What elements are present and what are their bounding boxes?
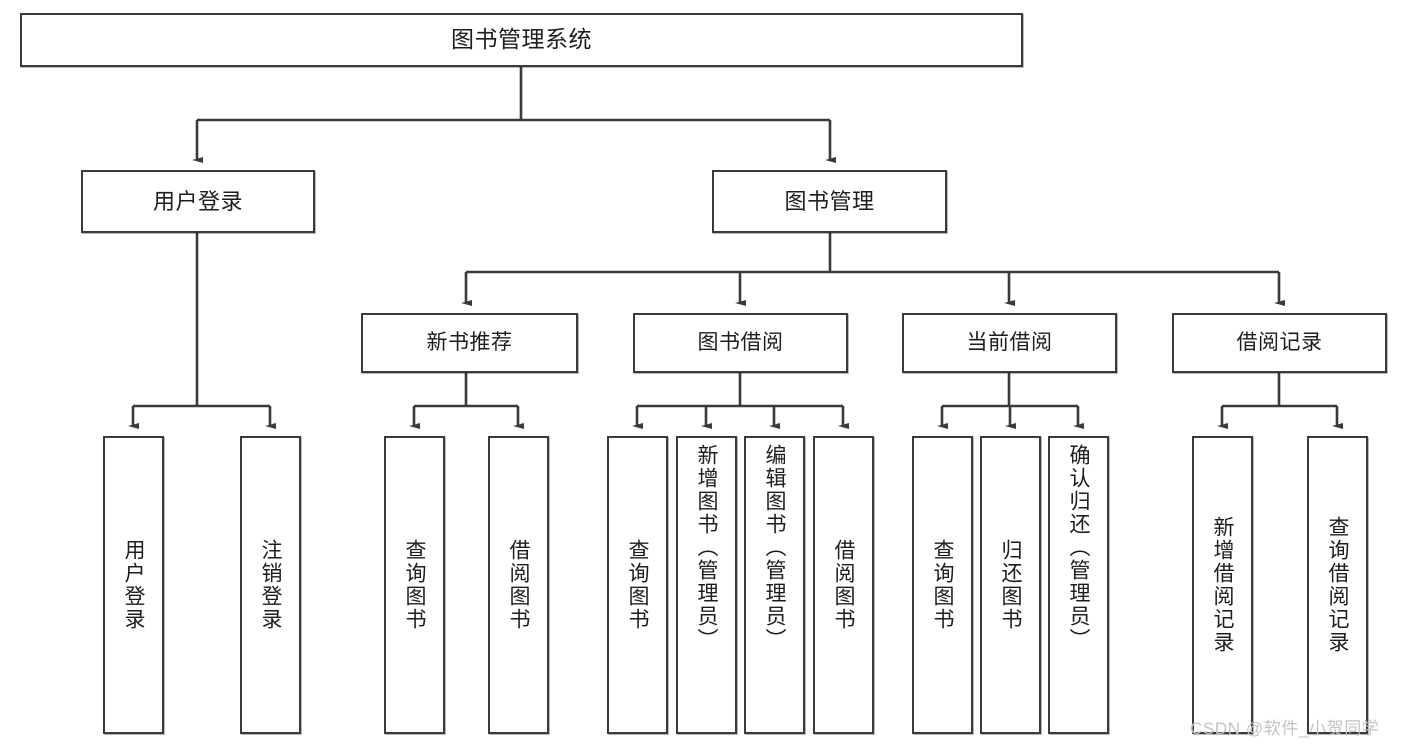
node-leaf-query-borrow-record[interactable]: 查询借阅记录: [1307, 436, 1368, 734]
node-leaf-borrow-book-recommend[interactable]: 借阅图书: [488, 436, 549, 734]
node-label: 注销登录: [259, 539, 282, 631]
node-label: 新书推荐: [426, 330, 513, 354]
node-label: 用户登录: [122, 539, 145, 631]
node-current-borrow[interactable]: 当前借阅: [902, 313, 1117, 373]
node-label: 确认归还（管理员）: [1067, 444, 1090, 651]
node-leaf-query-book-borrow[interactable]: 查询图书: [607, 436, 668, 734]
node-book-management-system[interactable]: 图书管理系统: [20, 13, 1023, 67]
node-label: 新增借阅记录: [1211, 516, 1234, 654]
node-leaf-add-book[interactable]: 新增图书（管理员）: [676, 436, 737, 734]
node-leaf-return-book[interactable]: 归还图书: [980, 436, 1041, 734]
node-leaf-logout-login[interactable]: 注销登录: [240, 436, 301, 734]
node-label: 借阅记录: [1236, 330, 1323, 354]
node-leaf-borrow-book-2[interactable]: 借阅图书: [813, 436, 874, 734]
node-leaf-query-book-recommend[interactable]: 查询图书: [384, 436, 445, 734]
node-leaf-confirm-return[interactable]: 确认归还（管理员）: [1048, 436, 1109, 734]
node-book-management[interactable]: 图书管理: [712, 170, 947, 233]
node-label: 当前借阅: [966, 330, 1053, 354]
node-label: 查询图书: [403, 539, 426, 631]
csdn-watermark: CSDN @软件_小贺同学: [1190, 719, 1380, 738]
node-label: 编辑图书（管理员）: [763, 444, 786, 651]
node-label: 借阅图书: [507, 539, 530, 631]
node-leaf-user-login[interactable]: 用户登录: [103, 436, 164, 734]
node-user-login[interactable]: 用户登录: [81, 170, 315, 233]
node-new-book-recommend[interactable]: 新书推荐: [361, 313, 578, 373]
node-label: 新增图书（管理员）: [695, 444, 718, 651]
node-leaf-edit-book[interactable]: 编辑图书（管理员）: [744, 436, 805, 734]
node-label: 查询借阅记录: [1326, 516, 1349, 654]
node-label: 图书管理: [784, 188, 875, 214]
node-label: 用户登录: [152, 188, 243, 214]
node-label: 查询图书: [626, 539, 649, 631]
node-label: 图书管理系统: [451, 26, 592, 53]
node-book-borrow[interactable]: 图书借阅: [633, 313, 848, 373]
node-leaf-query-book-current[interactable]: 查询图书: [912, 436, 973, 734]
node-borrow-record[interactable]: 借阅记录: [1172, 313, 1387, 373]
node-label: 归还图书: [999, 539, 1022, 631]
node-label: 图书借阅: [697, 330, 784, 354]
node-label: 查询图书: [931, 539, 954, 631]
node-leaf-add-borrow-record[interactable]: 新增借阅记录: [1192, 436, 1253, 734]
node-label: 借阅图书: [832, 539, 855, 631]
